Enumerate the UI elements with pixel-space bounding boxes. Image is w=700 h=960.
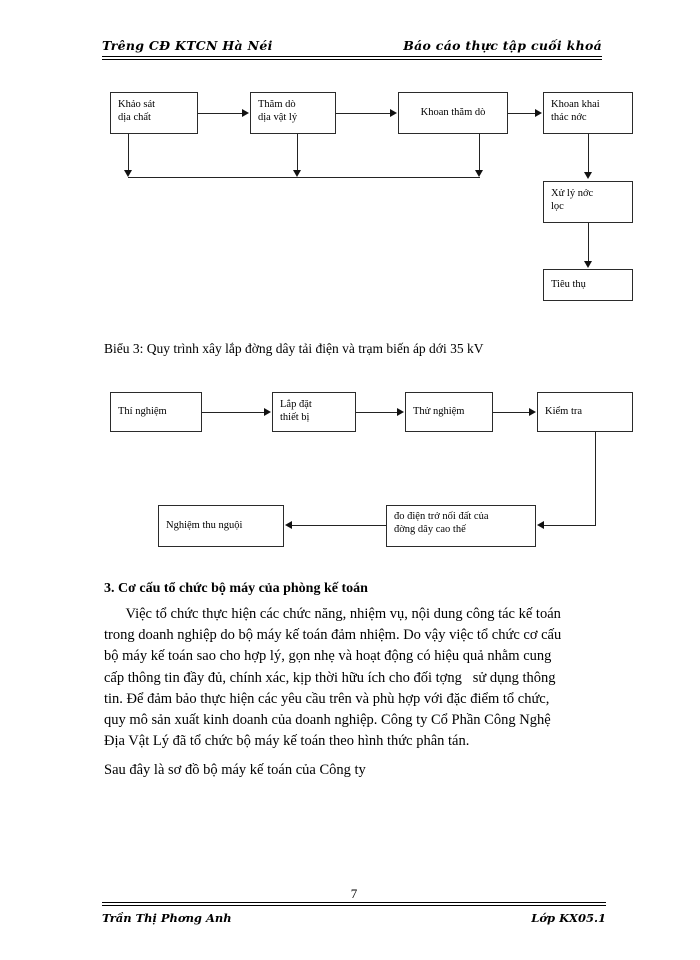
- flow2-connector-1-2: [202, 412, 264, 413]
- paragraph-line: Địa Vật Lý đã tổ chức bộ máy kế toán the…: [104, 733, 470, 750]
- flow1-arrowhead-1-2: [242, 109, 249, 117]
- flow1-box-xu-ly-noc-loc: Xử lý nớc lọc: [543, 181, 633, 223]
- flow2-connector-4-6-horizontal: [544, 525, 596, 526]
- flow2-connector-2-3: [356, 412, 397, 413]
- flow1-box-khoan-tham-do: Khoan thăm dò: [398, 92, 508, 134]
- flow2-arrowhead-6-5: [285, 521, 292, 529]
- flow2-box-nghiem-thu-nguoi: Nghiệm thu nguội: [158, 505, 284, 547]
- flow1-box-khao-sat-dia-chat: Khảo sát dịa chất: [110, 92, 198, 134]
- footer-class-code: Lớp KX05.1: [531, 911, 606, 925]
- flow2-arrowhead-1-2: [264, 408, 271, 416]
- section-closing-line: Sau đây là sơ đồ bộ máy kế toán của Công…: [104, 760, 600, 781]
- flow1-connector-1-2: [198, 113, 242, 114]
- footer-author-name: Trần Thị Phơng Anh: [102, 911, 232, 925]
- header-school-name: Trêng CĐ KTCN Hà Néi: [102, 38, 273, 53]
- header-divider-rule: [102, 56, 602, 60]
- flow2-box-kiem-tra: Kiểm tra: [537, 392, 633, 432]
- flow2-box-thi-nghiem: Thí nghiệm: [110, 392, 202, 432]
- flow2-arrowhead-4-6: [537, 521, 544, 529]
- flow1-drop-line-3: [479, 134, 480, 172]
- flow2-box-thu-nghiem: Thử nghiệm: [405, 392, 493, 432]
- caption-bieu-3: Biểu 3: Quy trình xây lắp đờng dây tải đ…: [104, 341, 484, 356]
- flow1-drop-arrow-1: [124, 170, 132, 177]
- flow1-arrowhead-2-3: [390, 109, 397, 117]
- page-header: Trêng CĐ KTCN Hà Néi Báo cáo thực tập cu…: [102, 38, 602, 60]
- footer-divider-rule: [102, 902, 606, 906]
- flow1-connector-3-4: [508, 113, 535, 114]
- flow1-arrowhead-5-6: [584, 261, 592, 268]
- flow1-drop-arrow-3: [475, 170, 483, 177]
- header-report-title: Báo cáo thực tập cuối khoá: [403, 38, 602, 53]
- closing-line-text: Sau đây là sơ đồ bộ máy kế toán của Công…: [104, 762, 366, 778]
- flow1-arrowhead-4-5: [584, 172, 592, 179]
- flow1-box-tham-do-dia-vat-ly: Thăm dò dịa vật lý: [250, 92, 336, 134]
- flow1-arrowhead-3-4: [535, 109, 542, 117]
- paragraph-line: quy mô sản xuất kinh doanh của doanh ngh…: [104, 712, 551, 729]
- flow2-box-lap-dat-thiet-bi: Lắp đặt thiết bị: [272, 392, 356, 432]
- paragraph-line: bộ máy kế toán sao cho hợp lý, gọn nhẹ v…: [104, 648, 552, 665]
- flow2-arrowhead-2-3: [397, 408, 404, 416]
- flow1-connector-5-6: [588, 223, 589, 261]
- flow1-collector-bar: [128, 177, 480, 178]
- page-footer: 7 Trần Thị Phơng Anh Lớp KX05.1: [102, 886, 606, 932]
- paragraph-line: Việc tổ chức thực hiện các chức năng, nh…: [104, 606, 561, 622]
- flow2-connector-3-4: [493, 412, 529, 413]
- flow1-connector-2-3: [336, 113, 390, 114]
- flow2-arrowhead-3-4: [529, 408, 536, 416]
- flow1-box-tieu-thu: Tiêu thụ: [543, 269, 633, 301]
- flow1-drop-line-1: [128, 134, 129, 172]
- section-heading-3: 3. Cơ cấu tổ chức bộ máy của phòng kế to…: [104, 581, 368, 596]
- flow2-box-do-dien-tro: đo điện trở nối đất của đờng dây cao thế: [386, 505, 536, 547]
- page-number: 7: [350, 886, 358, 901]
- flow2-connector-4-6-vertical: [595, 432, 596, 526]
- flow1-drop-line-2: [297, 134, 298, 172]
- paragraph-line: trong doanh nghiệp do bộ máy kế toán đảm…: [104, 627, 562, 644]
- section-paragraph: Việc tổ chức thực hiện các chức năng, nh…: [104, 604, 600, 752]
- paragraph-line: cấp thông tin đầy đủ, chính xác, kịp thờ…: [104, 669, 556, 686]
- flow1-drop-arrow-2: [293, 170, 301, 177]
- paragraph-line: tin. Để đảm bảo thực hiện các yêu cầu tr…: [104, 690, 550, 707]
- flow1-box-khoan-khai-thac-noc: Khoan khai thác nớc: [543, 92, 633, 134]
- flow2-connector-6-5: [292, 525, 386, 526]
- flow1-connector-4-5: [588, 134, 589, 172]
